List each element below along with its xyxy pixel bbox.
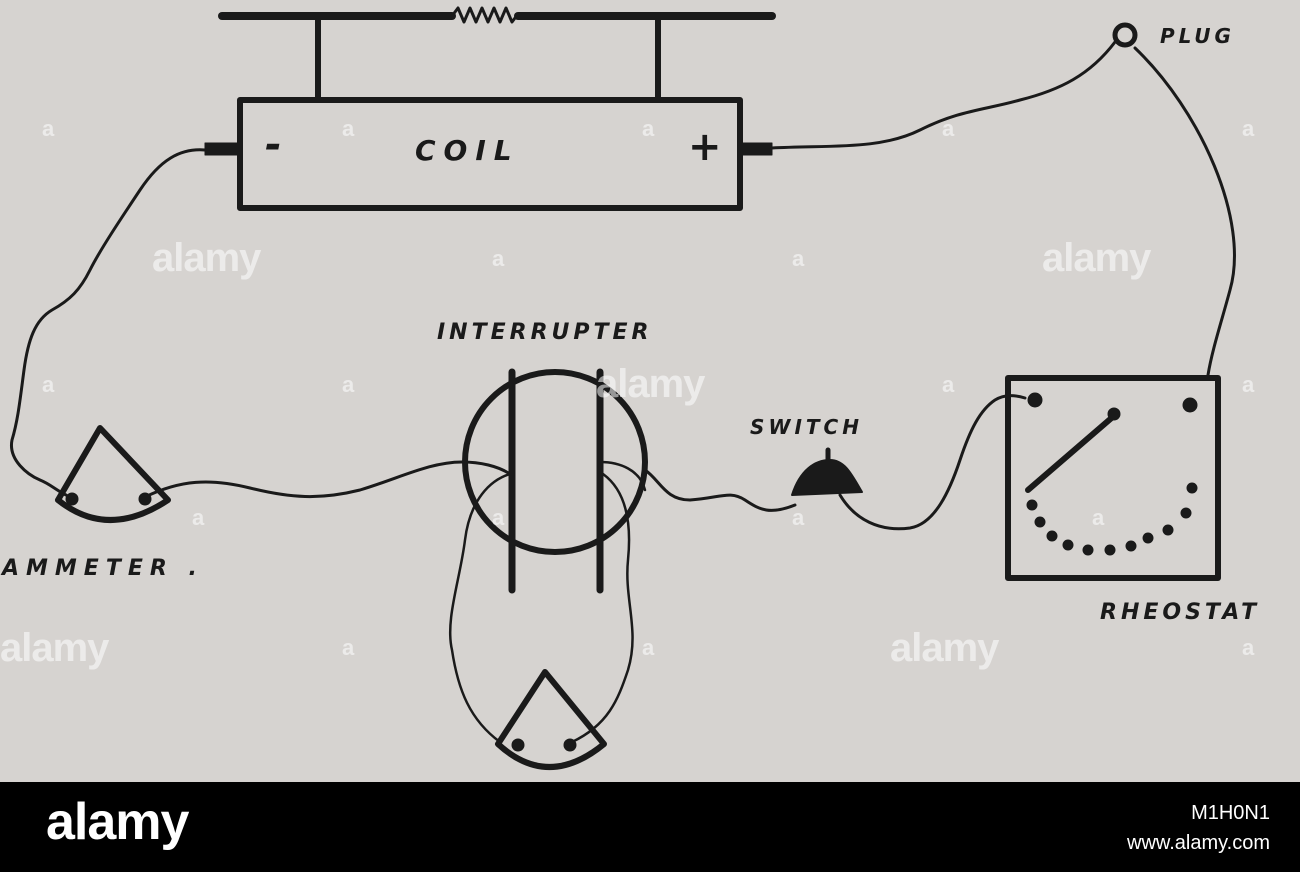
wire-coil-ammeter — [10, 148, 207, 497]
ammeter — [55, 425, 171, 523]
wire-ammeter-interrupter — [143, 460, 512, 499]
wire-coil-plug — [770, 40, 1117, 150]
plug-icon — [1112, 22, 1138, 48]
wire-plug-rheostat — [1133, 46, 1236, 377]
footer-bar: alamy M1H0N1 www.alamy.com — [0, 782, 1300, 872]
watermark-mark: a — [492, 246, 505, 271]
watermark-mark: a — [942, 116, 955, 141]
watermark-mark: a — [942, 372, 955, 397]
rheostat-label: RHEOSTAT — [1100, 600, 1261, 625]
watermark-mark: a — [642, 635, 655, 660]
watermark: alamy — [890, 626, 999, 670]
footer-url: www.alamy.com — [1127, 832, 1270, 854]
watermark-mark: a — [492, 505, 505, 530]
switch-label: SWITCH — [750, 415, 863, 439]
switch-icon — [791, 447, 863, 496]
interrupter-label: INTERRUPTER — [437, 320, 653, 345]
watermark-mark: a — [792, 505, 805, 530]
wire-switch-rheostat — [838, 394, 1027, 531]
watermark: alamy — [0, 626, 109, 670]
rheostat — [1005, 375, 1221, 581]
watermark-mark: a — [642, 116, 655, 141]
footer-image-id: M1H0N1 — [1191, 802, 1270, 824]
coil-plus-label: + — [688, 124, 722, 170]
ammeter-label: AMMETER . — [2, 556, 204, 581]
watermark-mark: a — [1242, 635, 1255, 660]
watermark-mark: a — [342, 116, 355, 141]
watermark: alamy — [596, 362, 705, 406]
spark-gap — [218, 6, 776, 103]
watermark: alamy — [152, 236, 261, 280]
watermark-mark: a — [342, 372, 355, 397]
coil-minus-label: - — [265, 122, 282, 168]
watermark-mark: a — [42, 116, 55, 141]
watermark-mark: a — [192, 505, 205, 530]
watermark: alamy — [1042, 236, 1151, 280]
wire-interrupter-switch — [643, 468, 797, 512]
watermark-mark: a — [42, 372, 55, 397]
interrupter-meter — [495, 669, 607, 770]
watermark-mark: a — [342, 635, 355, 660]
watermark-mark: a — [1242, 372, 1255, 397]
footer-logo: alamy — [46, 793, 189, 851]
watermark-mark: a — [1242, 116, 1255, 141]
circuit-diagram — [10, 6, 1236, 770]
coil-label: COIL — [415, 134, 520, 167]
watermark-mark: a — [792, 246, 805, 271]
plug-label: PLUG — [1160, 24, 1235, 48]
diagram-area: PLUG - COIL + INTERRUPTER SWITCH AMMETER… — [0, 6, 1261, 770]
interrupter — [448, 368, 648, 744]
watermark-mark: a — [1092, 505, 1105, 530]
